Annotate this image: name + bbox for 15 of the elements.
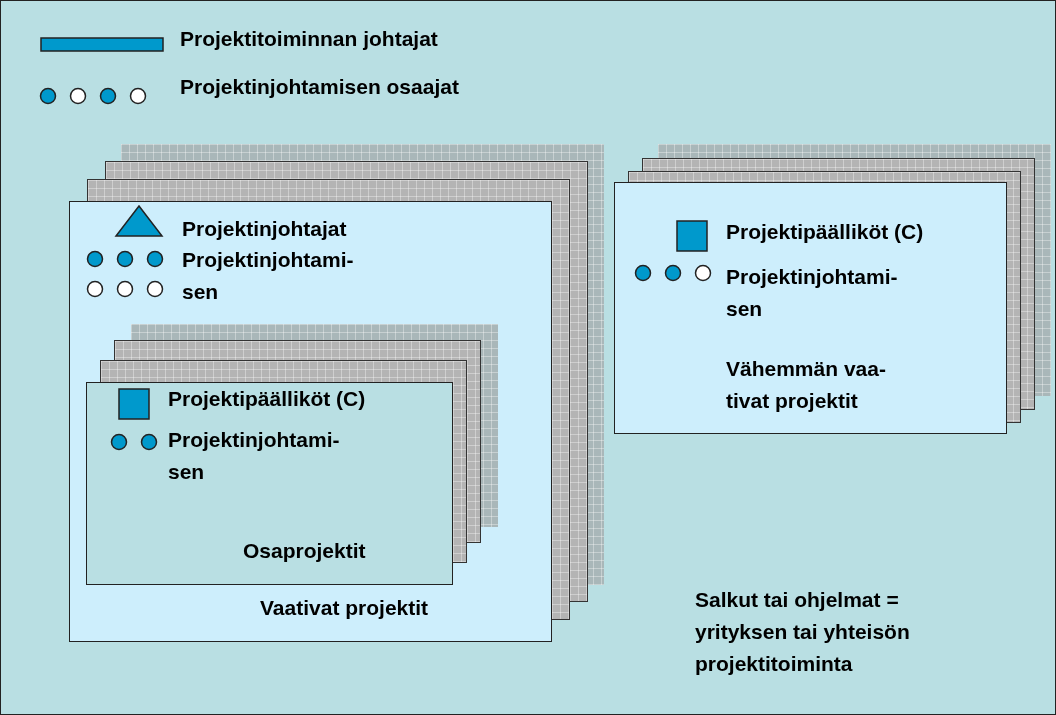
- role-text: Projektipäälliköt (C): [726, 219, 924, 245]
- project-panel: [614, 182, 1007, 434]
- legend-text: Projektinjohtamisen osaajat: [180, 74, 459, 100]
- panel-title: Vähemmän vaa- tivat projektit: [726, 356, 887, 414]
- panel-title: Vaativat projektit: [260, 595, 429, 621]
- role-text: Projektinjohtami- sen: [182, 247, 355, 305]
- project-panel: [69, 201, 552, 642]
- subproject-panel: [86, 382, 453, 585]
- role-text: Projektipäälliköt (C): [168, 386, 366, 412]
- role-text: Projektinjohtami- sen: [726, 264, 899, 322]
- legend-text: Projektitoiminnan johtajat: [180, 26, 438, 52]
- panel-title: Osaprojektit: [243, 538, 366, 564]
- role-text: Projektinjohtami- sen: [168, 427, 341, 485]
- role-text: Projektinjohtajat: [182, 216, 347, 242]
- summary-text: Salkut tai ohjelmat = yrityksen tai yhteisön projektitoiminta: [695, 587, 911, 677]
